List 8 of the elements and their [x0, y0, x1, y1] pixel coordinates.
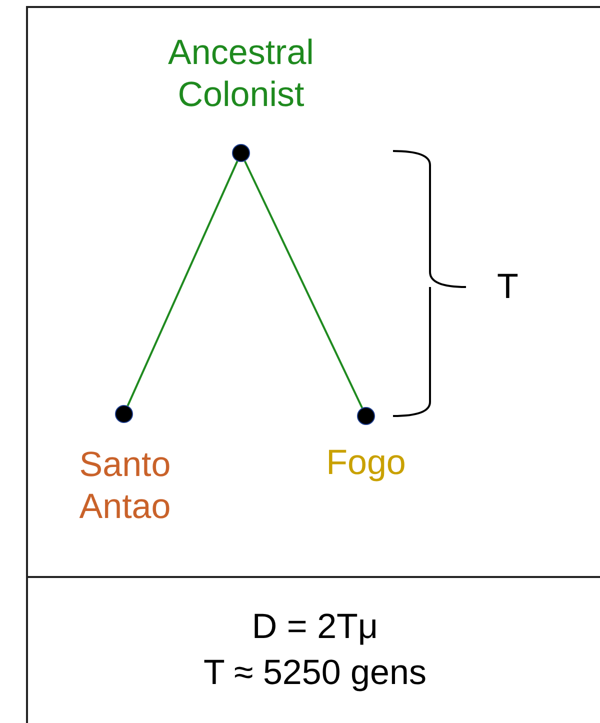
- tree-branch: [126, 160, 238, 406]
- tree-branch: [244, 160, 364, 408]
- formula-text: T ≈ 5250 gens: [204, 652, 426, 694]
- bracket-label: T: [497, 266, 518, 308]
- node-label: Santo Antao: [78, 444, 172, 528]
- node-label: Ancestral Colonist: [167, 32, 315, 116]
- formula-text: D = 2Tμ: [252, 606, 378, 648]
- node-label: Fogo: [325, 442, 407, 484]
